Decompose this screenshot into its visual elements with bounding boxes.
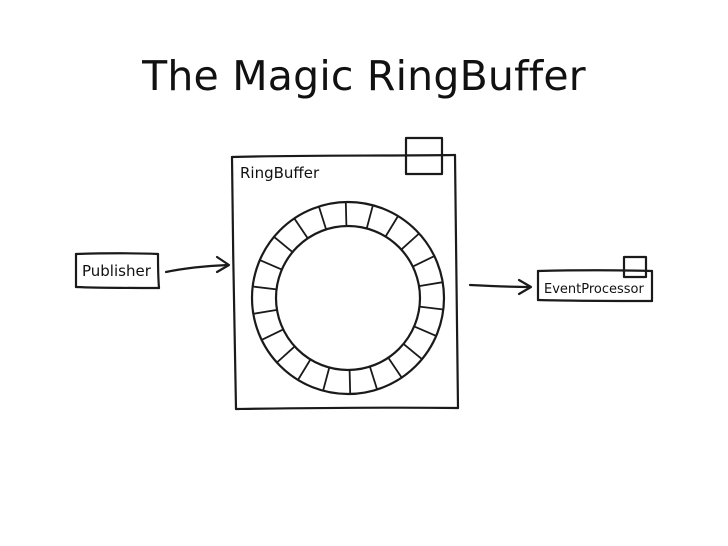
- publisher-label: Publisher: [82, 262, 152, 280]
- ring-slot-divider: [273, 235, 294, 254]
- ring-slot-divider: [411, 255, 436, 268]
- eventprocessor-label: EventProcessor: [544, 282, 645, 297]
- ring-slot-divider: [252, 308, 278, 315]
- ring-slot-divider: [400, 232, 421, 251]
- ring-slot-divider: [251, 285, 278, 291]
- slide-title: The Magic RingBuffer: [142, 52, 586, 100]
- ring-slot-divider: [365, 204, 374, 230]
- ring-slot-divider: [418, 305, 445, 311]
- ring-slot-divider: [348, 369, 352, 395]
- ring-slot-divider: [384, 215, 399, 238]
- ring-slots: [251, 201, 445, 395]
- arrow-publisher-to-ringbuffer: [164, 255, 231, 274]
- ring-slot-divider: [297, 358, 312, 381]
- ring: [250, 200, 446, 396]
- ring-slot-divider: [317, 205, 328, 231]
- ring-slot-divider: [293, 217, 309, 240]
- ring-slot-divider: [413, 325, 438, 337]
- ring-slot-divider: [344, 201, 348, 227]
- publisher-box: [74, 252, 161, 290]
- ring-slot-divider: [322, 366, 331, 392]
- eventprocessor-box: [536, 269, 654, 303]
- ringbuffer-box: [230, 153, 460, 411]
- ring-slot-divider: [275, 345, 296, 364]
- ring-slot-divider: [402, 342, 423, 361]
- ringbuffer-corner-square: [404, 136, 444, 176]
- ring-slot-divider: [260, 328, 285, 341]
- ring-slot-divider: [387, 356, 403, 379]
- ring-slot-divider: [258, 259, 283, 271]
- eventprocessor-corner-square: [622, 255, 648, 279]
- ring-slot-divider: [418, 281, 444, 288]
- arrow-ringbuffer-to-eventprocessor: [468, 278, 533, 296]
- ring-slot-divider: [368, 365, 379, 391]
- ringbuffer-label: RingBuffer: [240, 164, 320, 182]
